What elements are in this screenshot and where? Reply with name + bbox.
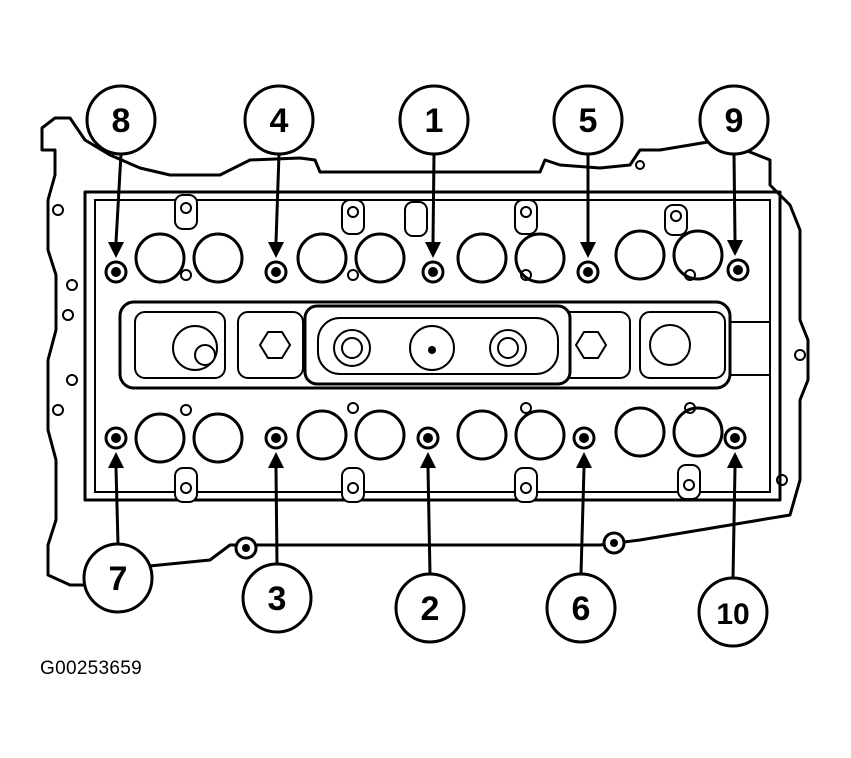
- callout-circle: [85, 84, 157, 156]
- callout-circle: [82, 542, 154, 614]
- callout-9: 9: [698, 84, 770, 256]
- arrow-head-icon: [420, 452, 436, 468]
- callout-8: 8: [85, 84, 157, 258]
- leader-line: [431, 153, 436, 243]
- callout-2: 2: [394, 452, 466, 644]
- arrow-head-icon: [425, 242, 441, 258]
- arrow-head-icon: [268, 242, 284, 258]
- bolt-sequence-callouts: 8 4 1 5 9 7 3 2 6 10: [82, 84, 770, 648]
- callout-label: 5: [579, 102, 598, 140]
- callout-label: 1: [425, 102, 444, 140]
- leader-line: [426, 467, 432, 575]
- callout-label: 9: [725, 102, 744, 140]
- arrow-head-icon: [727, 240, 743, 256]
- callout-circle: [243, 84, 315, 156]
- leader-line: [732, 153, 737, 241]
- callout-label: 3: [268, 580, 287, 618]
- callout-label: 8: [112, 102, 131, 140]
- callout-label: 4: [270, 102, 289, 140]
- arrow-head-icon: [727, 452, 743, 468]
- callout-circle: [697, 576, 769, 648]
- arrow-head-icon: [108, 452, 124, 468]
- callout-circle: [545, 572, 617, 644]
- callout-4: 4: [243, 84, 315, 258]
- leader-line: [274, 467, 279, 565]
- leader-line: [731, 467, 737, 579]
- callout-10: 10: [697, 452, 769, 648]
- arrow-head-icon: [576, 452, 592, 468]
- callout-6: 6: [545, 452, 617, 644]
- figure-id: G00253659: [40, 658, 143, 679]
- callout-7: 7: [82, 452, 154, 614]
- callout-label: 6: [572, 590, 591, 628]
- callout-circle: [394, 572, 466, 644]
- callout-circle: [241, 562, 313, 634]
- callout-circle: [398, 84, 470, 156]
- callout-1: 1: [398, 84, 470, 258]
- leader-line: [579, 467, 586, 575]
- arrow-head-icon: [268, 452, 284, 468]
- leader-line: [274, 153, 281, 243]
- callout-circle: [552, 84, 624, 156]
- arrow-head-icon: [580, 242, 596, 258]
- callout-label: 2: [421, 590, 440, 628]
- callout-circle: [698, 84, 770, 156]
- leader-line: [114, 467, 120, 545]
- cylinder-head-illustration: [40, 116, 810, 587]
- leader-line: [114, 153, 123, 243]
- callout-3: 3: [241, 452, 313, 634]
- callout-label: 10: [716, 598, 749, 631]
- arrow-head-icon: [108, 242, 124, 258]
- callout-label: 7: [109, 560, 128, 598]
- callout-5: 5: [552, 84, 624, 258]
